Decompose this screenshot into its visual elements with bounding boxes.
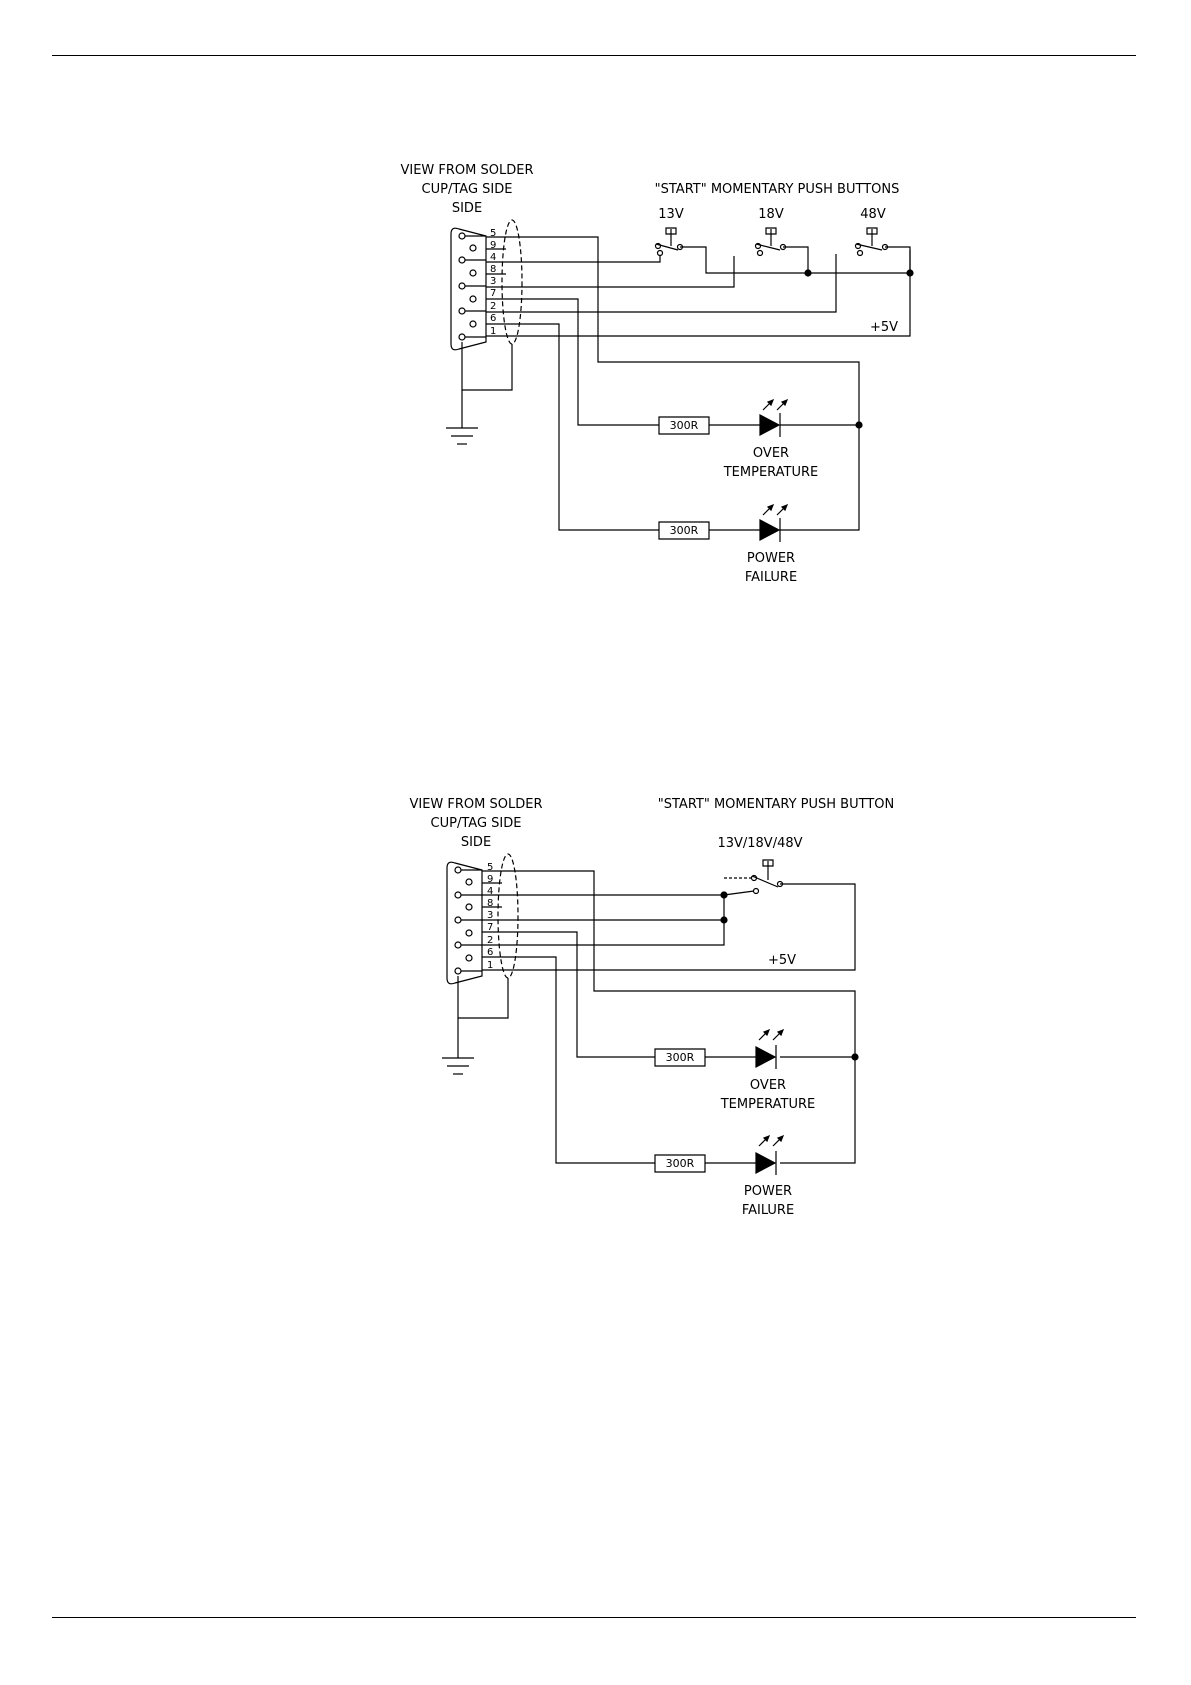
- header2-line-2: CUP/TAG SIDE: [431, 816, 522, 831]
- pin2-1: 1: [487, 960, 493, 971]
- button-label-combined: 13V/18V/48V: [717, 836, 802, 851]
- wires-2: [442, 871, 858, 1163]
- component-labels-2: +5V 300R 300R OVER TEMPERATURE POWER FAI…: [666, 953, 816, 1218]
- resistor2-label-power-fail: 300R: [666, 1157, 695, 1170]
- supply-label-2: +5V: [768, 953, 796, 968]
- header2-line-3: SIDE: [461, 835, 491, 850]
- pin2-6: 6: [487, 947, 493, 958]
- push-button-combined: [724, 860, 783, 895]
- pin2-7: 7: [487, 922, 493, 933]
- d-sub-connector-2: [447, 854, 518, 984]
- led2-label-power: POWER: [744, 1184, 792, 1199]
- led-power-failure-2: [756, 1136, 783, 1175]
- pin2-3: 3: [487, 910, 493, 921]
- push-button-title: "START" MOMENTARY PUSH BUTTON: [658, 797, 894, 812]
- resistor2-label-over-temp: 300R: [666, 1051, 695, 1064]
- pin2-2: 2: [487, 935, 493, 946]
- led-over-temperature-2: [756, 1030, 783, 1069]
- led2-label-failure: FAILURE: [742, 1203, 794, 1218]
- led2-label-temperature: TEMPERATURE: [720, 1097, 816, 1112]
- led2-label-over: OVER: [750, 1078, 786, 1093]
- header2-line-1: VIEW FROM SOLDER: [409, 797, 542, 812]
- pin-labels-2: 5 9 4 8 3 7 2 6 1: [487, 862, 493, 971]
- connector-view-header-2: VIEW FROM SOLDER CUP/TAG SIDE SIDE "STAR…: [409, 797, 894, 851]
